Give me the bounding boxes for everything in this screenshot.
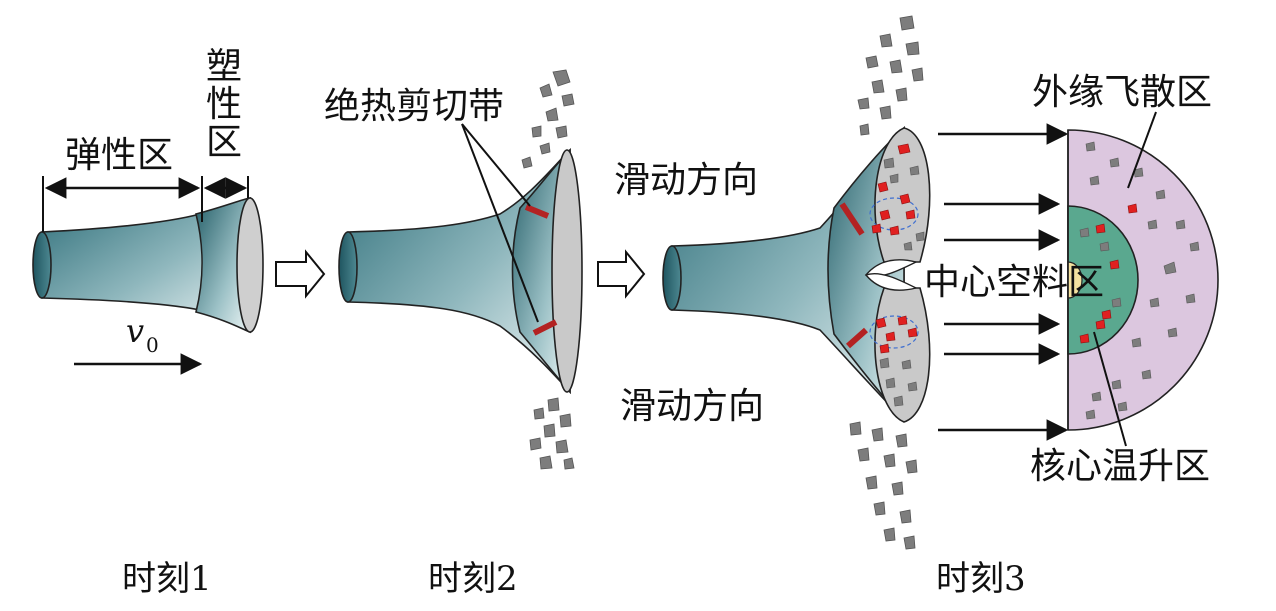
center-hollow-zone-label: 中心空料区: [924, 262, 1104, 303]
moment-3-fragments: [849, 15, 924, 550]
caption-moment-2: 时刻2: [428, 559, 518, 599]
core-heating-zone-label: 核心温升区: [1030, 446, 1210, 487]
outer-scatter-leader: [1127, 111, 1157, 189]
shear-band-upper: [524, 204, 550, 219]
elastic-zone-label: 弹性区: [65, 135, 173, 176]
target-cross-section: [1067, 129, 1219, 431]
slide-direction-bottom-label: 滑动方向: [620, 386, 764, 427]
core-heating-leader: [1093, 331, 1127, 447]
caption-moment-1: 时刻1: [122, 559, 212, 599]
plastic-zone-dimension: [203, 176, 249, 199]
shear-band-leader-2: [461, 123, 539, 323]
velocity-indicator: v 0: [74, 312, 203, 375]
outer-scatter-zone-label: 外缘飞散区: [1032, 72, 1212, 113]
velocity-subscript: 0: [146, 333, 159, 357]
slide-direction-top-label: 滑动方向: [614, 160, 758, 201]
incoming-flow-arrows: [938, 123, 1069, 441]
caption-moment-3: 时刻3: [936, 559, 1026, 599]
moment-2-fragments: [521, 69, 575, 470]
moment-2-projectile: [338, 148, 583, 395]
shear-band-lower: [532, 319, 558, 336]
shear-band-leader-1: [461, 123, 531, 207]
shear-band-lower-3: [846, 327, 868, 349]
adiabatic-shear-band-label: 绝热剪切带: [324, 86, 504, 127]
center-hollow-region: [1067, 261, 1083, 299]
moment-1-projectile: [32, 196, 264, 334]
outer-scatter-region: [1067, 129, 1219, 431]
transition-arrow-2: [597, 249, 646, 299]
core-heating-region: [1067, 205, 1139, 355]
shear-band-upper-3: [839, 202, 865, 236]
velocity-symbol: v: [126, 312, 144, 350]
moment-3-projectile: [662, 125, 931, 423]
transition-arrow-1: [275, 249, 326, 299]
elastic-zone-dimension: [42, 176, 203, 232]
plastic-zone-label: 塑性区: [206, 46, 242, 163]
